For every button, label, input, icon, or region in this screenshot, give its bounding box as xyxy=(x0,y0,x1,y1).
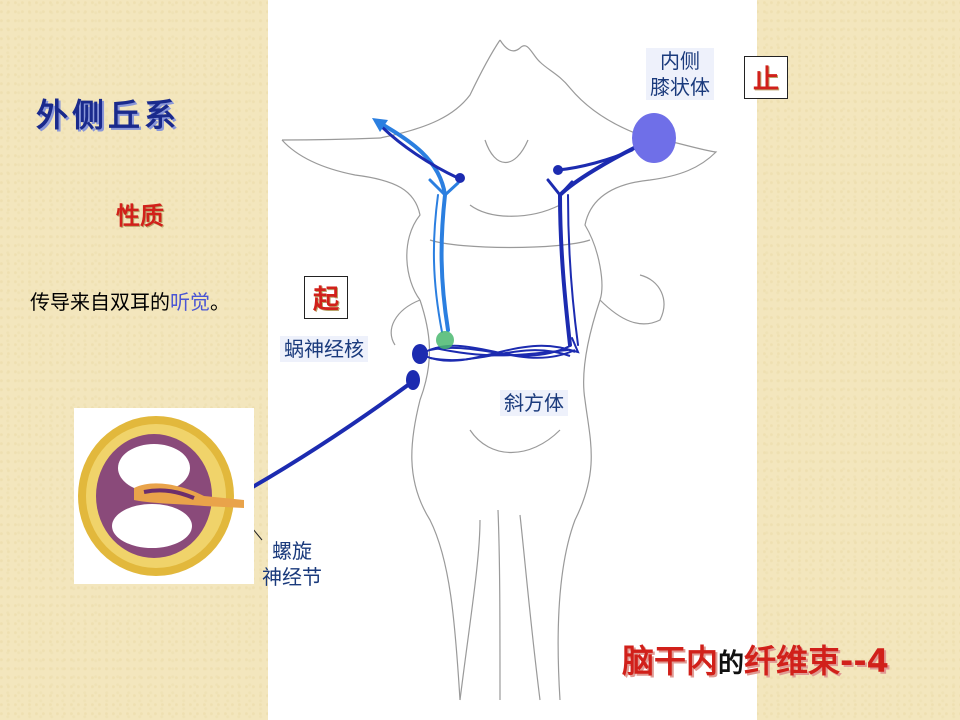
brainstem-outline xyxy=(281,39,718,701)
termination-marker: 止 xyxy=(744,56,789,99)
footer-part2: 的 xyxy=(718,649,745,679)
cochlea-section xyxy=(74,408,254,584)
cochlear-nucleus-label: 蜗神经核 xyxy=(280,336,368,362)
description-text: 传导来自双耳的听觉。 xyxy=(30,286,230,315)
spiral-ganglion-label-line1: 螺旋 xyxy=(272,539,312,563)
spiral-ganglion-label-line2: 神经节 xyxy=(262,565,322,589)
inferior-colliculus-terminal-right xyxy=(553,165,563,175)
page-title: 外侧丘系 xyxy=(36,96,181,134)
medial-geniculate-label-line1: 内侧 xyxy=(660,49,700,73)
spiral-ganglion-label: 螺旋 神经节 xyxy=(262,538,322,590)
cochlear-nucleus-green xyxy=(436,331,454,349)
cochlea-icon xyxy=(78,416,244,576)
section-label: 性质 xyxy=(116,202,164,230)
footer-part3: 纤维束--4 xyxy=(744,642,889,680)
lateral-lemniscus-left xyxy=(372,118,460,333)
description-highlight: 听觉 xyxy=(170,290,210,314)
lateral-lemniscus-right xyxy=(546,143,642,354)
medial-geniculate-label-line2: 膝状体 xyxy=(650,75,710,99)
cochlear-nucleus-dorsal xyxy=(412,344,428,364)
cochlear-nucleus-ventral xyxy=(406,370,420,390)
footer-part1: 脑干内 xyxy=(622,642,719,680)
origin-marker: 起 xyxy=(304,276,349,319)
inferior-colliculus-terminal-left xyxy=(455,173,465,183)
description-prefix: 传导来自双耳的 xyxy=(30,290,170,314)
medial-geniculate-label: 内侧 膝状体 xyxy=(646,48,714,100)
medial-geniculate-body xyxy=(632,113,676,163)
description-suffix: 。 xyxy=(210,290,230,314)
trapezoid-body-label: 斜方体 xyxy=(500,390,568,416)
cochlear-nerve xyxy=(243,383,410,494)
footer-title: 脑干内的纤维束--4 xyxy=(622,636,889,682)
